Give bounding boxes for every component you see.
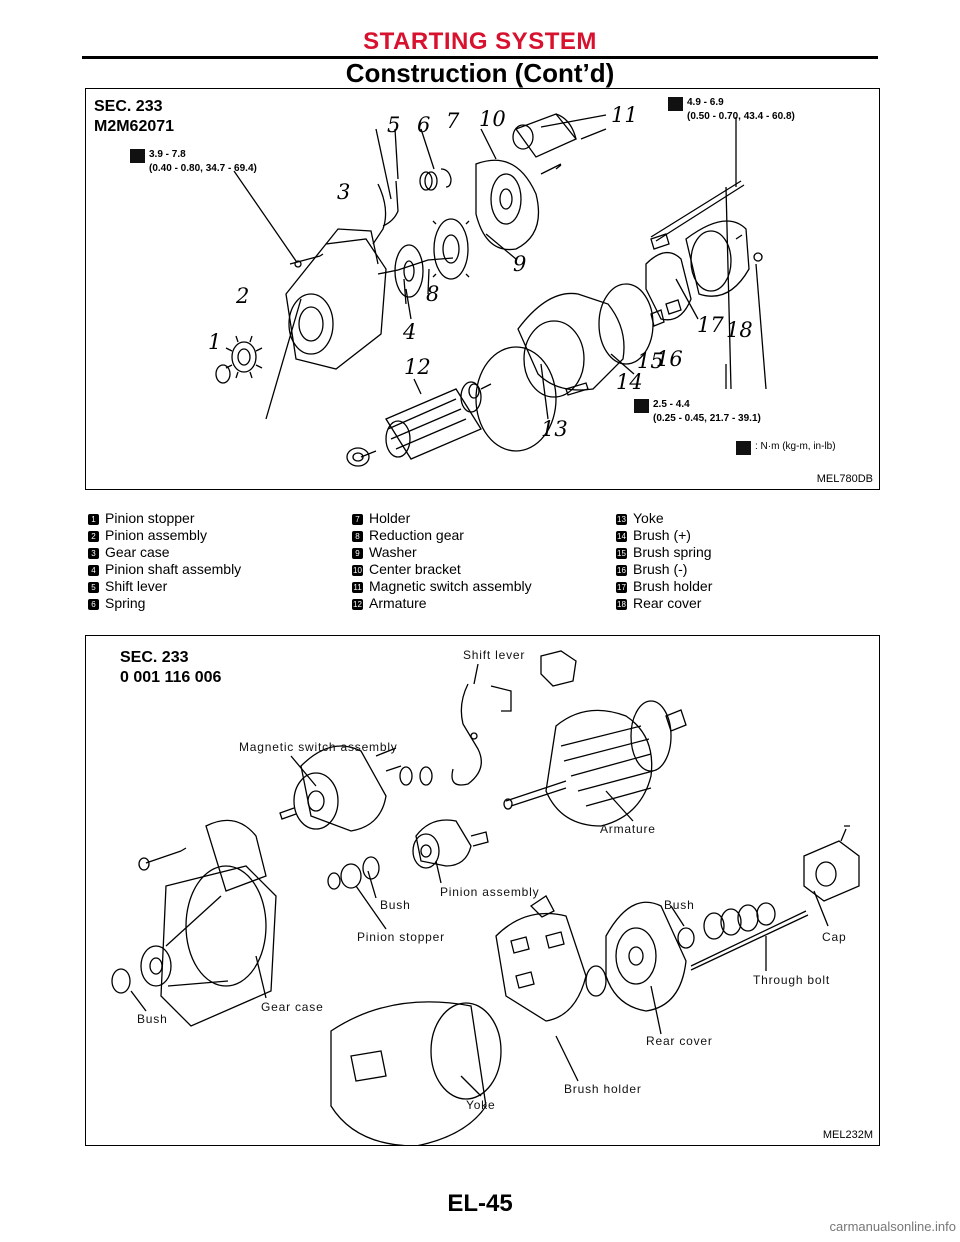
- torque-spec-b: 4.9 - 6.9 (0.50 - 0.70, 43.4 - 60.8): [668, 97, 795, 123]
- exploded-drawing-1: [215, 113, 767, 467]
- figure1-code: MEL780DB: [816, 473, 873, 485]
- label-brush-holder: Brush holder: [564, 1082, 642, 1096]
- callout-14: 14: [616, 370, 643, 394]
- callout-2: 2: [236, 284, 250, 308]
- callout-1: 1: [208, 330, 222, 354]
- callout-12: 12: [404, 355, 431, 379]
- label-gear-case: Gear case: [261, 1000, 324, 1014]
- header-rule: [82, 56, 878, 59]
- torque-wrench-icon: [668, 97, 683, 111]
- figure1-model-number: M2M62071: [94, 118, 175, 135]
- callout-17: 17: [697, 313, 724, 337]
- torque-wrench-icon: [634, 399, 649, 413]
- exploded-view-figure-1: SEC. 233 M2M62071 3.9 - 7.8 (0.40 - 0.80…: [85, 88, 880, 490]
- label-cap: Cap: [822, 930, 847, 944]
- label-bush: Bush: [137, 1012, 168, 1026]
- figure2-sec-number: SEC. 233: [120, 649, 189, 666]
- callout-6: 6: [417, 113, 431, 137]
- callout-10: 10: [479, 107, 506, 131]
- torque-spec-a: 3.9 - 7.8 (0.40 - 0.80, 34.7 - 69.4): [130, 149, 257, 175]
- callout-13: 13: [541, 417, 568, 441]
- figure1-sec-number: SEC. 233: [94, 98, 163, 115]
- exploded-drawing-2: [111, 650, 860, 1145]
- callout-4: 4: [403, 320, 417, 344]
- page-number: EL-45: [447, 1190, 513, 1217]
- torque-wrench-icon: [736, 441, 751, 455]
- page-title: Construction (Cont’d): [345, 58, 615, 88]
- torque-wrench-icon: [130, 149, 145, 163]
- callout-5: 5: [387, 113, 401, 137]
- exploded-view-figure-2: SEC. 233 0 001 116 006 Shift lever Magne…: [85, 635, 880, 1146]
- label-pinion-assembly: Pinion assembly: [440, 885, 540, 899]
- label-pinion-stopper: Pinion stopper: [357, 930, 445, 944]
- section-title: STARTING SYSTEM: [363, 28, 597, 55]
- callout-7: 7: [446, 109, 460, 133]
- watermark: carmanualsonline.info: [829, 1219, 956, 1234]
- callout-3: 3: [337, 180, 351, 204]
- callout-9: 9: [513, 252, 527, 276]
- label-bush: Bush: [380, 898, 411, 912]
- label-bush: Bush: [664, 898, 695, 912]
- callout-8: 8: [426, 282, 440, 306]
- figure2-model-number: 0 001 116 006: [120, 669, 222, 686]
- label-through-bolt: Through bolt: [753, 973, 830, 987]
- label-armature: Armature: [600, 822, 656, 836]
- callout-16: 16: [656, 347, 683, 371]
- label-yoke: Yoke: [466, 1098, 496, 1112]
- label-rear-cover: Rear cover: [646, 1034, 713, 1048]
- callout-18: 18: [726, 318, 753, 342]
- torque-unit-note: : N·m (kg-m, in-lb): [736, 441, 836, 455]
- callout-15: 15: [637, 349, 664, 373]
- torque-spec-c: 2.5 - 4.4 (0.25 - 0.45, 21.7 - 39.1): [634, 399, 761, 425]
- figure2-code: MEL232M: [822, 1129, 873, 1141]
- label-magnetic-switch-assembly: Magnetic switch assembly: [239, 740, 398, 754]
- label-shift-lever: Shift lever: [463, 648, 526, 662]
- callout-11: 11: [611, 103, 638, 127]
